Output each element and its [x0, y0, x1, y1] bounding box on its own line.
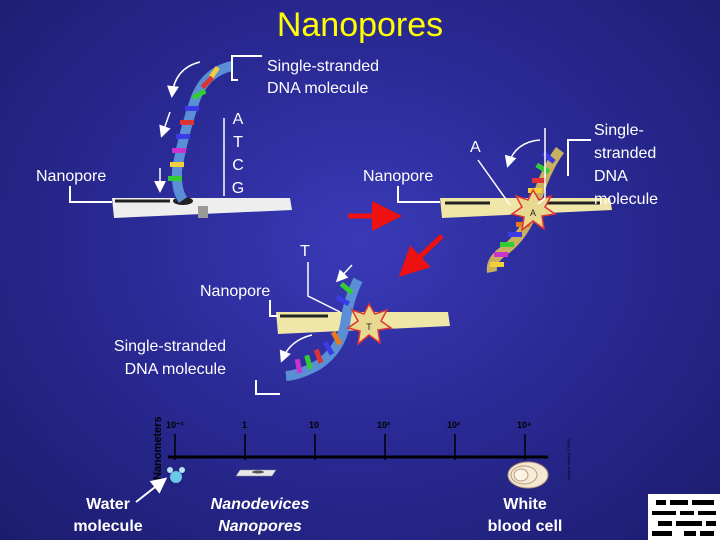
base-0: A [232, 111, 244, 128]
base-sequence: A T C G [230, 108, 246, 200]
tick-label-1: 1 [242, 420, 247, 430]
burst-2 [510, 188, 557, 232]
panel-3: T [255, 262, 450, 395]
axis-label: Nanometers [152, 416, 164, 480]
credit: Jessica Hadley © 2000 [566, 438, 571, 480]
pore-base-right: A [530, 208, 536, 218]
tick-label-2: 10 [309, 420, 319, 430]
label-a: A [470, 139, 481, 156]
panel-1 [69, 55, 292, 218]
dna-bases-1 [168, 65, 220, 181]
label-ssdna-top-text: Single-stranded DNA molecule [267, 58, 380, 97]
scale-ticks [174, 434, 526, 460]
tick-label-3: 10² [377, 420, 390, 430]
pore-base-center: T [366, 322, 372, 332]
panel-2: A [397, 128, 612, 273]
label-nanopore-center: Nanopore [200, 283, 271, 300]
label-nanopore-mid: Nanopore [363, 168, 434, 185]
tick-label-0: 10⁻¹ [166, 420, 184, 430]
dna-bases-3 [294, 281, 354, 374]
tick-label-4: 10³ [447, 420, 460, 430]
white-blood-cell-icon [507, 461, 549, 489]
label-nanodevices: Nanodevices Nanopores [210, 496, 310, 535]
slide-title: Nanopores [276, 6, 444, 44]
label-t: T [300, 243, 310, 260]
label-white-blood-cell: White blood cell [487, 496, 563, 535]
label-water-molecule: Water molecule [73, 496, 143, 535]
base-1: T [233, 134, 243, 151]
dna-strand-2 [486, 147, 565, 273]
tick-label-5: 10⁴ [517, 420, 531, 430]
corner-logo [648, 494, 720, 540]
label-ssdna-top: Single-stranded DNA molecule [267, 56, 379, 100]
scale-bar: 10⁻¹ 1 10 10² 10³ 10⁴ Nanometers Jessica… [135, 416, 571, 503]
label-ssdna-lower: Single-stranded DNA molecule [113, 338, 226, 378]
burst-3 [346, 302, 393, 346]
label-nanopore-left: Nanopore [36, 168, 107, 185]
nanodevice-icon [235, 469, 277, 477]
water-molecule-icon [167, 467, 185, 483]
base-2: C [232, 157, 244, 174]
label-ssdna-right: Single- stranded DNA molecule [594, 122, 659, 208]
arrow-down-left [398, 234, 444, 277]
base-3: G [231, 180, 245, 197]
